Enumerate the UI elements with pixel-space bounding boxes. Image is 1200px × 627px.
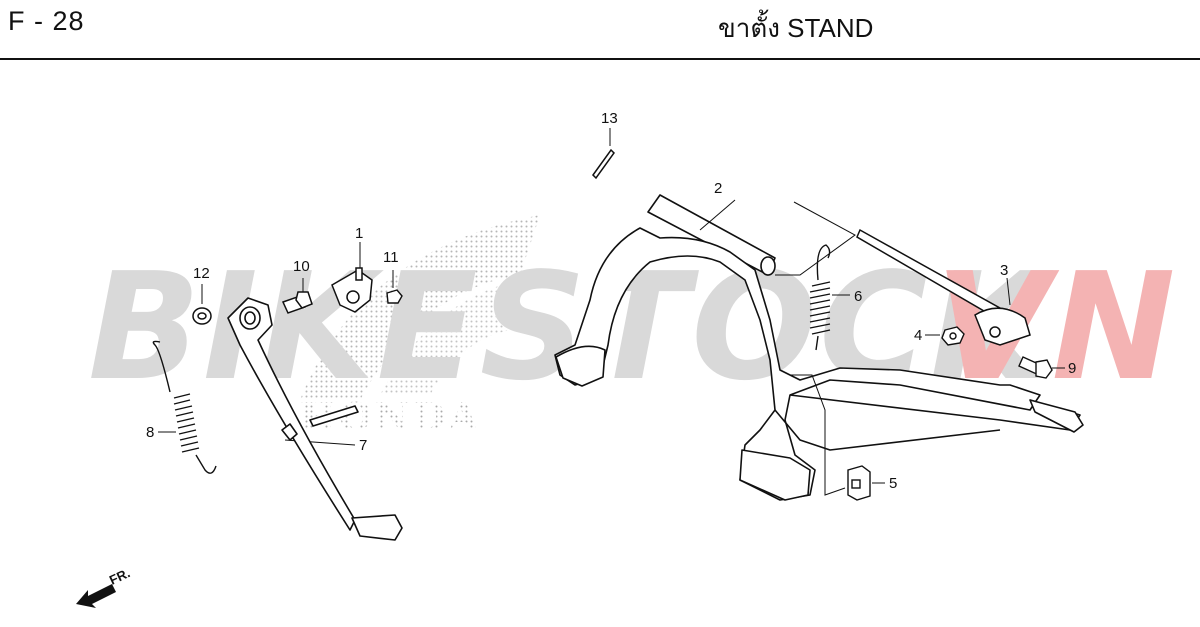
part-6-spring <box>809 244 850 351</box>
header-divider <box>0 58 1200 60</box>
part-8-spring <box>152 340 217 474</box>
part-10-pivot-bolt <box>281 278 313 314</box>
callout-10: 10 <box>293 258 310 275</box>
callout-9: 9 <box>1068 360 1076 377</box>
part-4-nut <box>925 326 965 346</box>
callout-8: 8 <box>146 424 154 441</box>
page-title: ขาตั้ง STAND <box>718 13 874 43</box>
callout-3: 3 <box>1000 262 1008 279</box>
honda-wing-logo <box>300 215 540 400</box>
page-code: F - 28 <box>8 6 85 36</box>
callout-12: 12 <box>193 265 210 282</box>
callout-4: 4 <box>914 327 922 344</box>
part-5-stopper-rubber <box>847 465 885 501</box>
part-2-main-stand <box>554 194 1084 501</box>
callout-7: 7 <box>359 437 367 454</box>
callout-11: 11 <box>383 249 399 266</box>
parts-diagram: HONDA BIKESTOCK VN <box>76 110 1175 608</box>
callout-1: 1 <box>355 225 363 242</box>
callout-13: 13 <box>601 110 618 127</box>
part-9-bolt <box>1018 356 1065 379</box>
callout-5: 5 <box>889 475 897 492</box>
part-11-bolt <box>386 270 403 304</box>
part-12-washer <box>192 284 212 325</box>
front-label: FR. <box>107 565 132 587</box>
part-7-side-stand <box>227 297 403 541</box>
callout-2: 2 <box>714 180 722 197</box>
front-arrow-icon <box>76 584 116 608</box>
callouts: 1 2 3 4 5 6 7 8 9 10 11 12 13 <box>146 110 1076 492</box>
part-13-cotter-pin <box>592 128 615 180</box>
callout-6: 6 <box>854 288 862 305</box>
front-direction-indicator: FR. <box>76 565 132 608</box>
part-1-side-stand-switch <box>331 242 373 313</box>
part-3-stand-shaft <box>856 228 1031 346</box>
